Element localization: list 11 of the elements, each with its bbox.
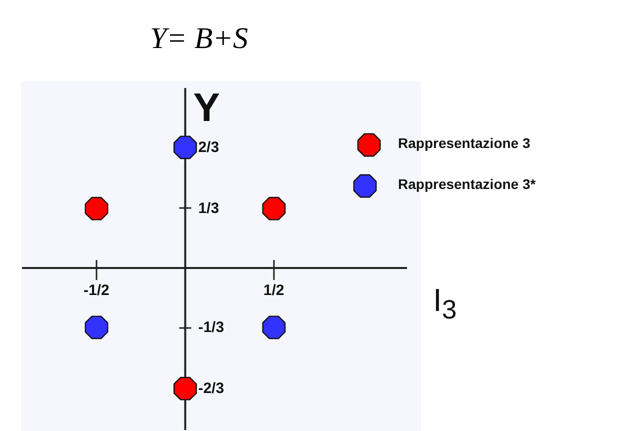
tick-label: 2/3 [198,139,220,156]
tick-label: -1/3 [198,319,224,336]
legend-label: Rappresentazione 3 [398,135,530,151]
tick-label: -2/3 [198,380,224,396]
x-axis-label: I$_{3}$ [433,282,457,326]
tick-label: 1/2 [263,282,284,299]
formula-title: Y= B+S [150,22,248,56]
legend-label: Rappresentazione 3* [398,176,536,192]
tick-label: -1/2 [84,282,110,299]
y-axis-label: Y [193,86,220,131]
tick-label: 1/3 [198,200,220,216]
